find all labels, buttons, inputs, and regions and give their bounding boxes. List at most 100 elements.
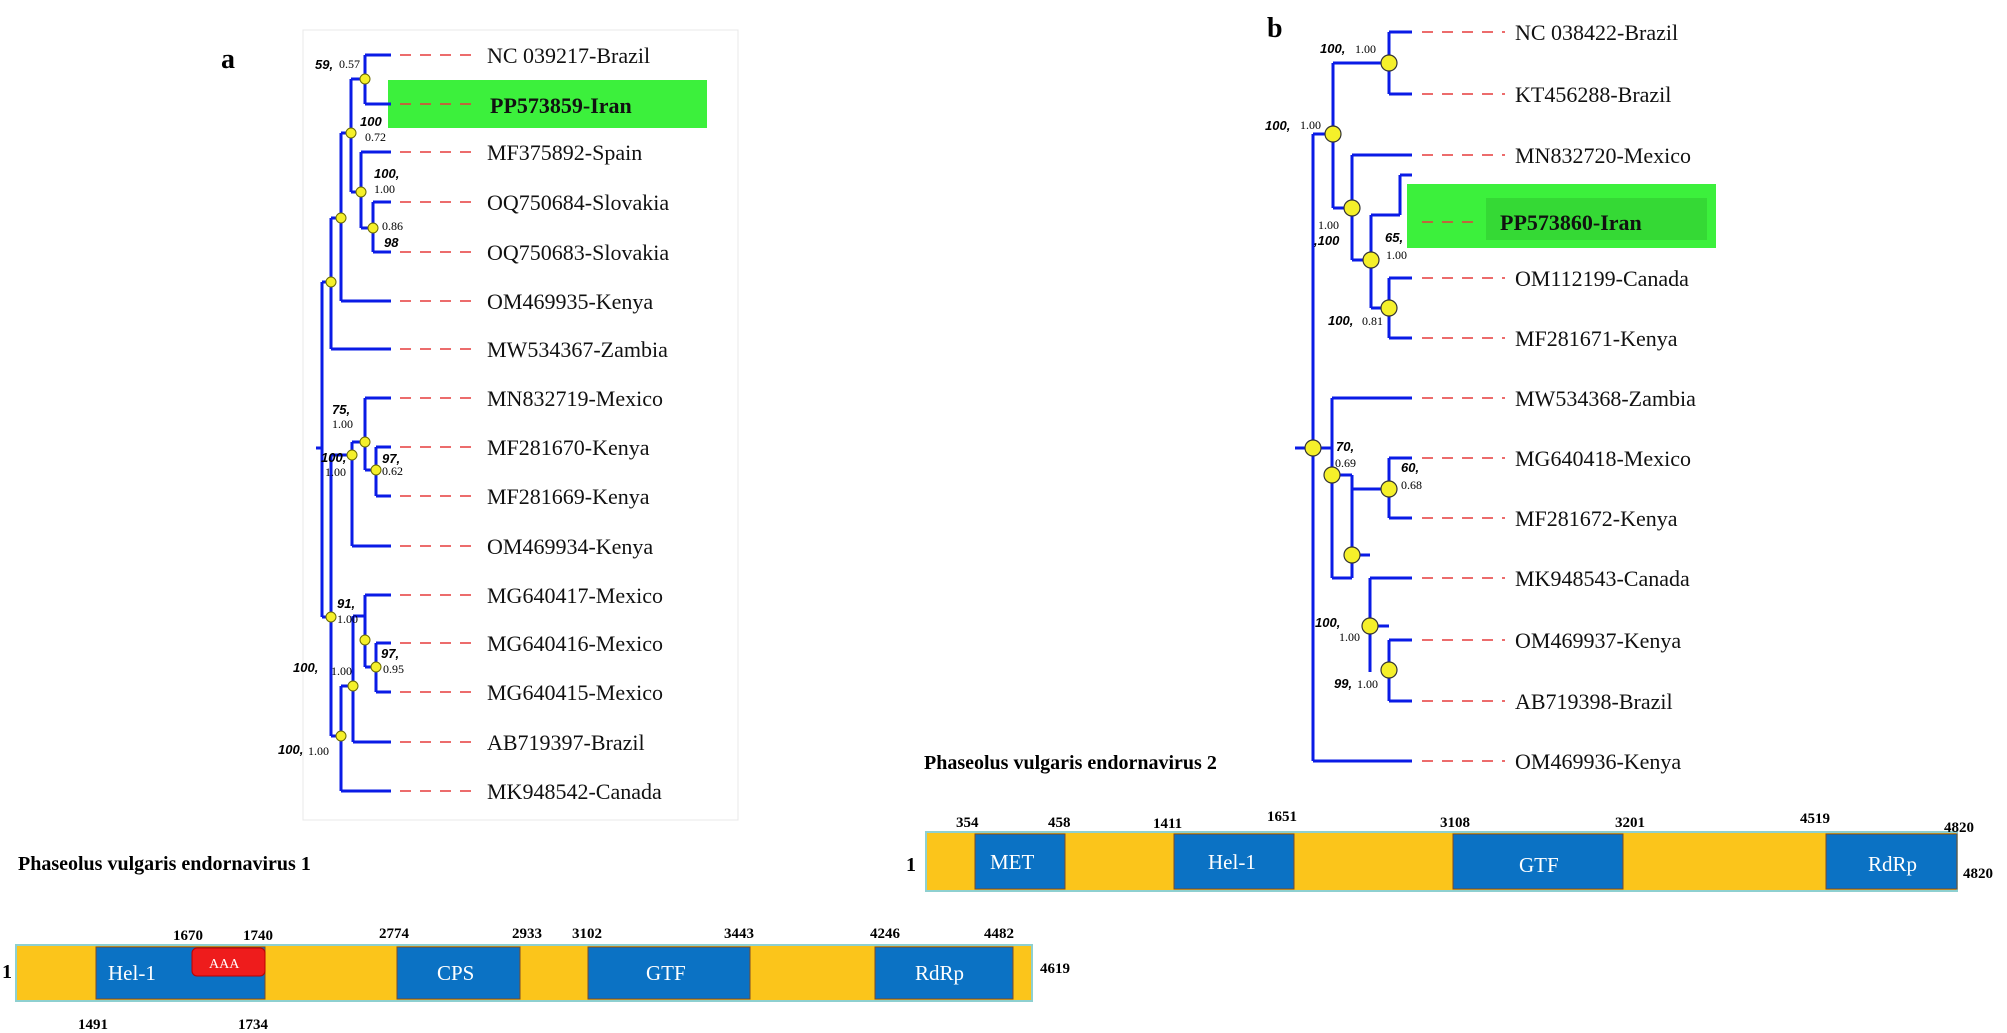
support-posterior: 0.57 — [339, 57, 360, 71]
support-posterior: 1.00 — [332, 417, 353, 431]
support-bootstrap: 100, — [1320, 41, 1345, 56]
node — [346, 449, 358, 461]
taxon-label: OQ750683-Slovakia — [487, 240, 669, 265]
support-bootstrap: 100, — [1315, 615, 1340, 630]
panel-b-letter: b — [1267, 13, 1283, 44]
domain-start: 4519 — [1800, 811, 1830, 827]
aaa-motif — [191, 947, 266, 977]
node — [335, 212, 347, 224]
panel-a-frame — [302, 29, 739, 821]
node — [1361, 617, 1379, 635]
aaa-motif-label: AAA — [209, 957, 240, 972]
support-posterior: 1.00 — [1318, 218, 1339, 232]
node — [1343, 199, 1361, 217]
domain-rdrp-label: RdRp — [1868, 852, 1917, 876]
tree-b-branches — [1295, 30, 1412, 763]
domain-met-label: MET — [990, 850, 1035, 874]
support-posterior: 0.69 — [1335, 456, 1356, 470]
support-posterior: 1.00 — [1386, 248, 1407, 262]
domain-end: 2933 — [512, 926, 542, 942]
domain-start: 3108 — [1440, 815, 1470, 831]
node — [1380, 299, 1398, 317]
domain-start: 354 — [956, 815, 979, 831]
taxon-label: MG640417-Mexico — [487, 583, 663, 608]
node — [1362, 251, 1380, 269]
taxon-label-highlight: PP573859-Iran — [490, 93, 632, 118]
domain-gtf — [587, 946, 751, 1000]
domain-rdrp — [1825, 833, 1958, 890]
taxon-label: MN832720-Mexico — [1515, 143, 1691, 168]
taxon-label-highlight: PP573860-Iran — [1500, 210, 1642, 235]
support-posterior: 1.00 — [308, 744, 329, 758]
support-bootstrap: 100, — [321, 450, 346, 465]
support-posterior: 0.62 — [382, 464, 403, 478]
genome-map-2: Phaseolus vulgaris endornavirus 2 1 4820… — [906, 752, 1993, 892]
aaa-end: 1740 — [243, 928, 273, 944]
domain-end: 3201 — [1615, 815, 1645, 831]
domain-hel1-label: Hel-1 — [1208, 850, 1256, 874]
taxon-label: MG640415-Mexico — [487, 680, 663, 705]
taxon-label: MF281672-Kenya — [1515, 506, 1678, 531]
taxon-label: MW534367-Zambia — [487, 337, 668, 362]
support-posterior: 0.81 — [1362, 314, 1383, 328]
domain-end: 1651 — [1267, 809, 1297, 825]
node — [370, 464, 382, 476]
domain-end: 3443 — [724, 926, 754, 942]
support-bootstrap: 60, — [1401, 460, 1419, 475]
taxon-label: OM469936-Kenya — [1515, 749, 1681, 774]
support-posterior: 1.00 — [337, 612, 358, 626]
domain-end: 4820 — [1944, 820, 1974, 836]
support-bootstrap: ,100 — [1313, 233, 1340, 248]
genome-1-start: 1 — [2, 961, 12, 983]
node — [1323, 466, 1341, 484]
support-posterior: 1.00 — [325, 465, 346, 479]
genome-map-1: Phaseolus vulgaris endornavirus 1 1 4619… — [2, 853, 1070, 1033]
taxon-label: MK948543-Canada — [1515, 566, 1690, 591]
node — [359, 73, 371, 85]
domain-rdrp-label: RdRp — [915, 961, 964, 985]
node — [359, 436, 371, 448]
domain-end: 1734 — [238, 1017, 269, 1033]
node — [345, 127, 357, 139]
panel-b: b — [1265, 13, 1716, 774]
domain-cps — [396, 946, 521, 1000]
support-bootstrap: 100, — [1265, 118, 1290, 133]
node — [325, 611, 337, 623]
domain-start: 1491 — [78, 1017, 108, 1033]
taxon-label: OM469937-Kenya — [1515, 628, 1681, 653]
domain-start: 4246 — [870, 926, 901, 942]
taxon-label: MF375892-Spain — [487, 140, 642, 165]
panel-a: a — [221, 29, 739, 821]
node — [1380, 661, 1398, 679]
support-bootstrap: 70, — [1336, 439, 1354, 454]
domain-hel1-label: Hel-1 — [108, 961, 156, 985]
domain-met — [974, 833, 1066, 890]
node — [1324, 125, 1342, 143]
taxon-label: NC 039217-Brazil — [487, 43, 650, 68]
support-bootstrap: 100, — [293, 660, 318, 675]
taxon-label: MK948542-Canada — [487, 779, 662, 804]
node — [1380, 54, 1398, 72]
support-posterior: 1.00 — [374, 182, 395, 196]
node — [335, 730, 347, 742]
genome-1-title: Phaseolus vulgaris endornavirus 1 — [18, 853, 311, 875]
domain-start: 1411 — [1153, 816, 1182, 832]
aaa-start: 1670 — [173, 928, 203, 944]
highlight-box-b-inner — [1486, 198, 1707, 240]
support-bootstrap: 100 — [360, 114, 382, 129]
node — [347, 680, 359, 692]
genome-2-start: 1 — [906, 854, 916, 876]
taxon-label: MN832719-Mexico — [487, 386, 663, 411]
domain-gtf-label: GTF — [646, 961, 686, 985]
tree-b-support: 100, 1.00 100, 1.00 1.00 ,100 65, 1.00 1… — [1265, 41, 1422, 691]
support-bootstrap: 97, — [381, 646, 399, 661]
taxon-label: MW534368-Zambia — [1515, 386, 1696, 411]
support-bootstrap: 65, — [1385, 230, 1403, 245]
support-bootstrap: 98 — [384, 235, 399, 250]
domain-hel1 — [1173, 833, 1295, 890]
tree-a-nodes — [325, 73, 382, 742]
domain-gtf — [1452, 833, 1624, 890]
node — [1343, 546, 1361, 564]
domain-gtf-label: GTF — [1519, 853, 1559, 877]
